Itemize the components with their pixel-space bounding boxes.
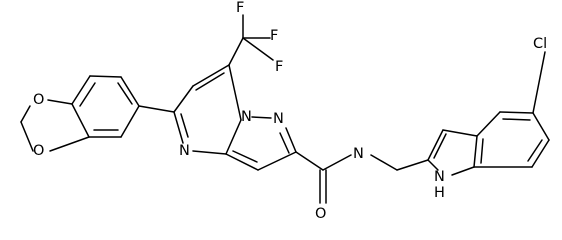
bond-n4-c3a [192,150,227,155]
bond-c3-c3a [225,153,259,171]
bond-nh-i2 [427,159,439,171]
bond-c3a-n7a [225,119,242,155]
bond-o1-ch2 [20,105,31,123]
bond-cf3-f3 [242,37,274,61]
bond-i4-i5-inner [502,118,531,121]
atom-chlorine: Cl [533,36,547,52]
bond-i3a-i4 [476,111,501,137]
bond-n7a-n1 [251,116,272,119]
bond-i2-i3 [427,129,444,161]
bond-i3a-i7a [473,135,478,168]
bond-bz4-o1 [47,99,73,105]
bond-amide-n [322,154,352,171]
bond-c2-c3 [257,151,297,171]
bond-n7a-c7 [228,64,242,121]
bond-i5-i6 [532,112,550,141]
atom-o-carbonyl: O [315,206,326,222]
bond-layer [20,14,550,204]
atom-o1: O [33,92,44,108]
bond-i6-i7 [531,139,550,168]
bond-i3-i3a [442,129,478,137]
bond-n1-c2-inner [279,132,290,154]
molecule-structure: F F F O O N N N N N H Cl O [20,0,550,222]
atom-h-indole: H [434,185,445,201]
bond-bz1-bz2 [120,76,140,107]
bond-c5-n4-inner [180,113,189,138]
bond-i6-i7-inner [527,139,543,162]
bond-o2-bz5 [49,136,90,152]
bond-bz1-bz2-inner [117,82,133,105]
atom-f1: F [236,0,244,16]
atom-f2: F [270,28,278,44]
bond-bz4-bz5 [71,103,90,138]
atom-f3: F [275,59,283,75]
bond-ch2-indole [396,159,429,171]
bond-c2-amide [295,151,324,171]
bond-c7-c6 [192,64,230,87]
atom-label-layer: F F F O O N N N N N H Cl O [33,0,547,222]
bond-n-ch2 [370,154,398,171]
bond-bz6-bz1 [120,105,140,138]
bond-i4-i5 [499,111,534,114]
bond-ch2-o2 [20,121,34,152]
atom-n-indole: N [434,169,445,185]
bond-i5-cl [532,51,546,114]
bond-cf3-ring [228,37,244,66]
bond-c6-c5 [173,85,194,113]
bond-i7a-nh [451,166,475,176]
bond-bz3-bz4-inner [79,82,96,107]
atom-n-amide: N [353,146,364,162]
bond-c3-c3a-inner [232,150,258,163]
bond-c5-aryl [138,105,175,113]
bond-c7-c6-inner [195,72,225,91]
bond-bz3-bz4 [71,75,91,105]
bond-c5-n4 [173,111,184,144]
atom-n4: N [179,143,190,159]
atom-n1: N [273,111,284,127]
bond-n1-c2 [285,127,297,153]
bond-i2-i3-inner [433,133,447,159]
atom-n2: N [241,109,252,125]
bond-i3a-i7a-inner [480,138,484,164]
atom-o2: O [33,143,44,159]
bond-bz2-bz3 [89,75,122,78]
